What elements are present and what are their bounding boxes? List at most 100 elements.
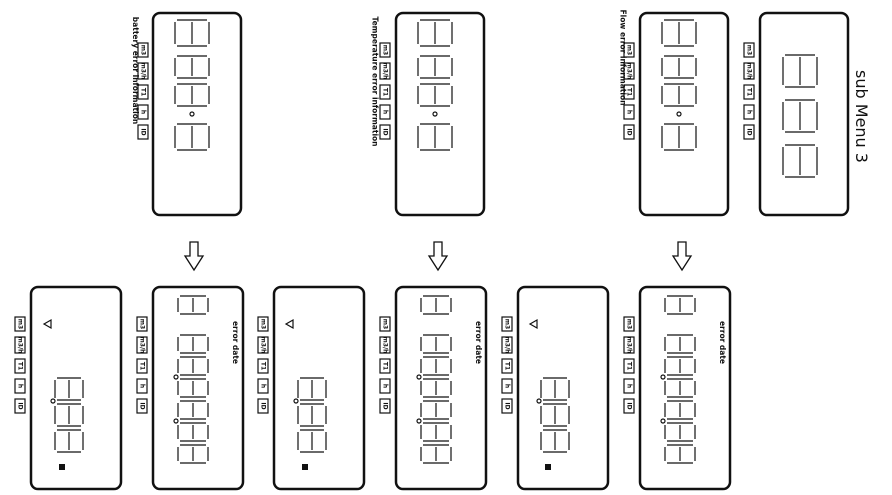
date-glyph-prefix	[420, 295, 452, 315]
svg-text:m3: m3	[17, 319, 24, 329]
err-glyph-r	[661, 83, 697, 107]
unit-tag-m3-per-h: m3/h	[136, 336, 148, 354]
unit-tag-T1: T1	[379, 358, 391, 374]
svg-text:ID: ID	[140, 128, 147, 135]
err-glyph-E	[417, 19, 453, 47]
unit-tag-ID: ID	[379, 124, 391, 140]
value-digit	[54, 377, 84, 401]
err-glyph-code	[174, 123, 210, 151]
svg-text:h: h	[504, 384, 511, 388]
date-digit	[664, 422, 696, 442]
svg-text:m3: m3	[382, 319, 389, 329]
unit-tag-m3: m3	[136, 316, 148, 332]
svg-text:h: h	[626, 110, 633, 114]
unit-tag-h: h	[623, 378, 635, 394]
svg-text:ID: ID	[626, 402, 633, 409]
unit-tag-m3-per-h: m3/h	[501, 336, 513, 354]
unit-tag-ID: ID	[623, 398, 635, 414]
value-display-1	[29, 285, 123, 491]
svg-text:m3/h: m3/h	[140, 63, 147, 80]
date-digit	[420, 378, 452, 398]
svg-text:h: h	[139, 384, 146, 388]
menu-title: sub Menu 3	[852, 70, 871, 163]
unit-tag-h: h	[743, 104, 755, 120]
svg-text:ID: ID	[504, 402, 511, 409]
err-glyph-r	[174, 55, 210, 79]
value-digit	[540, 403, 570, 427]
err-glyph-E	[174, 19, 210, 47]
svg-text:ID: ID	[139, 402, 146, 409]
svg-text:m3/h: m3/h	[17, 337, 24, 354]
triangle-marker-icon	[284, 318, 294, 330]
flow-error-label: Flow error information	[618, 10, 627, 106]
value-display-2	[272, 285, 366, 491]
err-glyph-E	[661, 19, 697, 47]
unit-tag-ID: ID	[743, 124, 755, 140]
menu-glyph-1	[782, 54, 818, 88]
down-arrow-icon	[427, 241, 449, 272]
error-date-label-2: error date	[474, 321, 483, 364]
flag-square	[59, 464, 65, 470]
triangle-marker-icon	[42, 318, 52, 330]
date-digit	[664, 444, 696, 464]
svg-text:ID: ID	[260, 402, 267, 409]
decimal-dot	[50, 398, 56, 404]
svg-text:m3: m3	[746, 45, 753, 55]
value-digit	[54, 429, 84, 453]
svg-text:T1: T1	[17, 362, 24, 370]
value-digit	[540, 377, 570, 401]
svg-text:T1: T1	[382, 88, 389, 96]
value-digit	[297, 403, 327, 427]
svg-text:h: h	[626, 384, 633, 388]
unit-tag-ID: ID	[137, 124, 149, 140]
error-date-display-2	[394, 285, 488, 491]
svg-text:T1: T1	[139, 362, 146, 370]
unit-tag-T1: T1	[743, 84, 755, 100]
value-digit	[297, 429, 327, 453]
date-digit	[177, 422, 209, 442]
error-date-label-1: error date	[231, 321, 240, 364]
svg-text:m3/h: m3/h	[746, 63, 753, 80]
svg-text:T1: T1	[382, 362, 389, 370]
svg-text:m3/h: m3/h	[139, 337, 146, 354]
svg-text:m3: m3	[382, 45, 389, 55]
unit-tag-m3-per-h: m3/h	[14, 336, 26, 354]
decimal-dot	[173, 418, 179, 424]
unit-tag-m3-per-h: m3/h	[379, 62, 391, 80]
date-digit	[177, 356, 209, 376]
svg-text:m3/h: m3/h	[626, 63, 633, 80]
unit-tag-T1: T1	[14, 358, 26, 374]
decimal-dot	[660, 418, 666, 424]
date-digit	[177, 334, 209, 354]
err-glyph-r	[417, 83, 453, 107]
down-arrow-icon	[671, 241, 693, 272]
flag-square	[545, 464, 551, 470]
date-digit	[664, 334, 696, 354]
date-digit	[177, 400, 209, 420]
svg-text:m3: m3	[139, 319, 146, 329]
svg-text:h: h	[382, 384, 389, 388]
unit-tag-h: h	[137, 104, 149, 120]
unit-tag-ID: ID	[501, 398, 513, 414]
decimal-dot	[416, 374, 422, 380]
value-digit	[54, 403, 84, 427]
unit-tag-T1: T1	[379, 84, 391, 100]
unit-tag-m3: m3	[623, 316, 635, 332]
error-date-label-3: error date	[718, 321, 727, 364]
err-glyph-r	[417, 55, 453, 79]
unit-tag-ID: ID	[379, 398, 391, 414]
date-digit	[420, 444, 452, 464]
unit-tag-ID: ID	[257, 398, 269, 414]
svg-text:m3: m3	[260, 319, 267, 329]
unit-tag-h: h	[14, 378, 26, 394]
svg-text:m3/h: m3/h	[382, 63, 389, 80]
unit-tag-m3-per-h: m3/h	[623, 336, 635, 354]
unit-tag-T1: T1	[501, 358, 513, 374]
err-glyph-r	[661, 55, 697, 79]
svg-text:T1: T1	[626, 362, 633, 370]
svg-text:T1: T1	[260, 362, 267, 370]
date-glyph-prefix	[177, 295, 209, 315]
unit-tag-T1: T1	[137, 84, 149, 100]
error-date-display-3	[638, 285, 732, 491]
